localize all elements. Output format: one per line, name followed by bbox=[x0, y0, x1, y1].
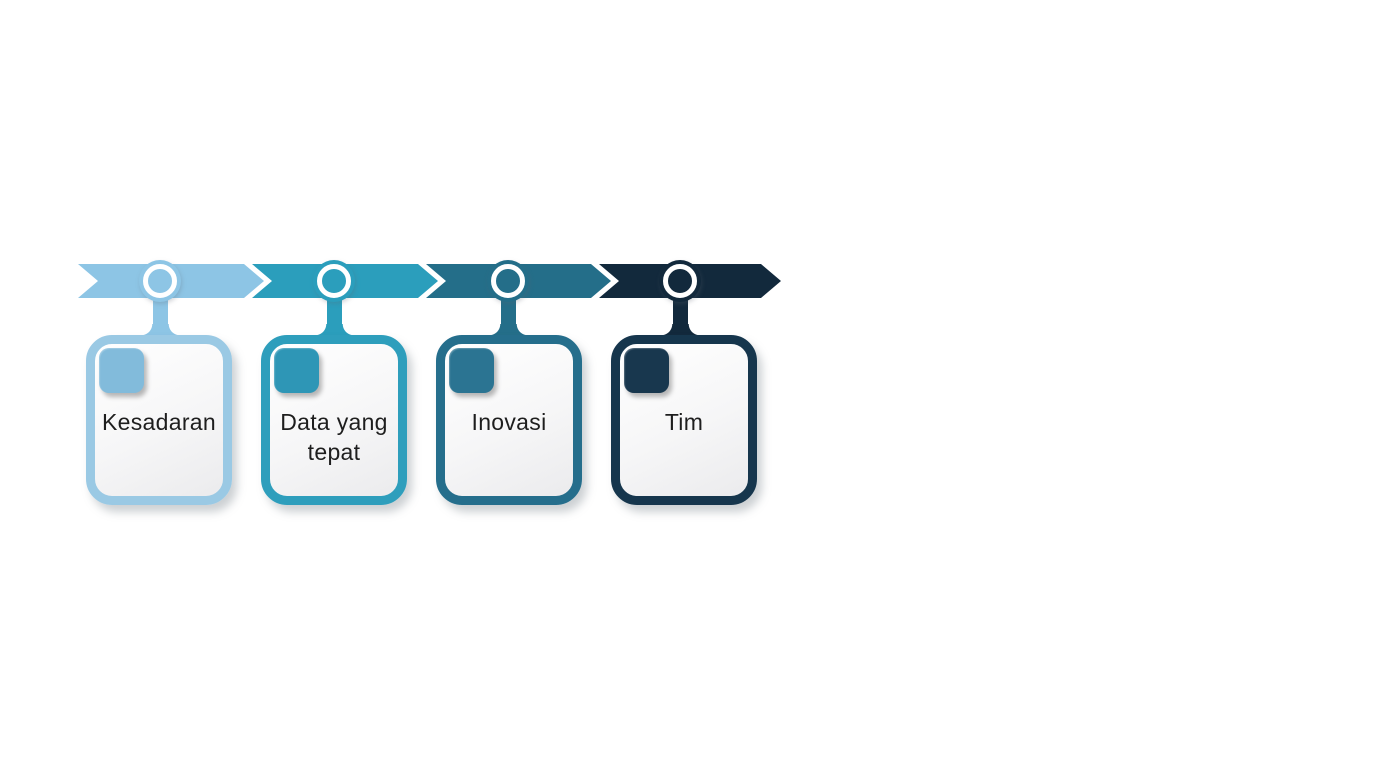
step-label: Inovasi bbox=[471, 409, 547, 435]
connector-fillet-right bbox=[342, 324, 354, 336]
connector-fillet-left bbox=[315, 324, 327, 336]
connector-fillet-right bbox=[168, 324, 180, 336]
step-card: Data yang tepat bbox=[261, 335, 407, 505]
step-card: Inovasi bbox=[436, 335, 582, 505]
step-marker-square bbox=[99, 348, 144, 393]
step-card: Kesadaran bbox=[86, 335, 232, 505]
step-card: Tim bbox=[611, 335, 757, 505]
connector-fillet-right bbox=[516, 324, 528, 336]
connector-stem bbox=[501, 297, 516, 336]
step-marker-square bbox=[449, 348, 494, 393]
connector-fillet-left bbox=[141, 324, 153, 336]
timeline-node bbox=[659, 260, 701, 302]
step-label: Data yang tepat bbox=[280, 409, 388, 465]
timeline-node-ring bbox=[143, 264, 177, 298]
timeline-node bbox=[313, 260, 355, 302]
step-label: Tim bbox=[664, 409, 704, 435]
timeline-node-ring bbox=[317, 264, 351, 298]
connector-fillet-left bbox=[489, 324, 501, 336]
connector-stem bbox=[673, 297, 688, 336]
timeline-node bbox=[139, 260, 181, 302]
step-marker-square bbox=[274, 348, 319, 393]
timeline-node-ring bbox=[491, 264, 525, 298]
step-marker-square bbox=[624, 348, 669, 393]
connector-stem bbox=[153, 297, 168, 336]
connector-fillet-right bbox=[688, 324, 700, 336]
timeline-node-ring bbox=[663, 264, 697, 298]
connector-stem bbox=[327, 297, 342, 336]
timeline-node bbox=[487, 260, 529, 302]
connector-fillet-left bbox=[661, 324, 673, 336]
step-label: Kesadaran bbox=[102, 409, 216, 435]
